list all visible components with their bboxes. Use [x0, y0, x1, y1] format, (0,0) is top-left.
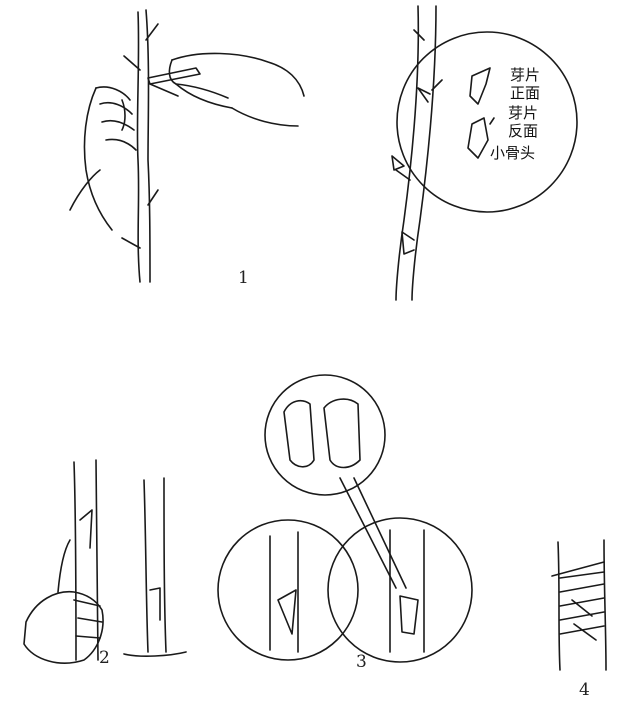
label-bud-front: 芽片正面: [510, 66, 550, 102]
panel-1-hands-cutting-bud: [70, 10, 304, 282]
panel-label-3: 3: [356, 652, 367, 672]
panel-label-1: 1: [238, 268, 249, 288]
label-small-bone: 小骨头: [490, 144, 535, 162]
top-magnifier: [265, 375, 385, 495]
panel-label-4: 4: [579, 680, 590, 700]
panel-1-stem-with-buds: [392, 6, 577, 300]
panel-4-binding: [552, 540, 606, 670]
label-bud-back: 芽片反面: [508, 104, 548, 140]
panel-2-stock-cutting: [24, 460, 186, 663]
right-magnifier: [328, 518, 472, 662]
panel-label-2: 2: [99, 648, 110, 668]
left-magnifier: [218, 520, 358, 660]
panel-3-insert-bud: [218, 375, 472, 662]
